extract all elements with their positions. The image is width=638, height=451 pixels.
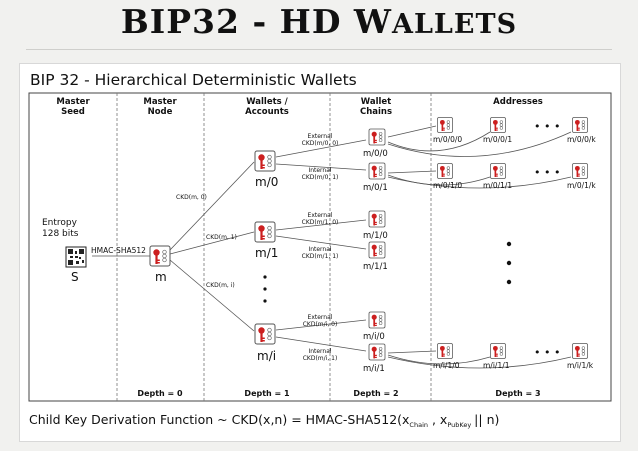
hmac-label: HMAC-SHA512	[91, 246, 146, 255]
account-key-icon	[254, 150, 276, 172]
int-label: Internal	[308, 246, 331, 253]
address-key-icon	[572, 117, 588, 133]
chain-key-icon	[368, 241, 386, 259]
col-header-line1: Master	[143, 97, 177, 107]
depth-label: Depth = 0	[137, 389, 183, 398]
ckd-formula: Child Key Derivation Function ~ CKD(x,n)…	[29, 412, 499, 429]
vertical-ellipsis	[506, 241, 512, 285]
ext-label: External	[308, 314, 333, 321]
account-label: m/0	[255, 175, 278, 189]
address-key-icon	[437, 343, 453, 359]
chain-label: m/0/1	[363, 183, 388, 193]
chain-derivation-labels: External CKD(m/0, 0) Internal CKD(m/0, 1…	[302, 133, 339, 362]
connection-lines	[92, 125, 572, 369]
slide-title: BIP32 - HD WALLETS	[0, 2, 638, 41]
address-label: m/i/1/1	[483, 361, 510, 370]
col-header-line2: Node	[148, 107, 173, 117]
entropy-label-line1: Entropy	[42, 218, 78, 228]
address-key-icon	[437, 117, 453, 133]
vertical-ellipsis	[263, 275, 267, 303]
chain-label: m/i/0	[363, 332, 385, 342]
account-key-icon	[254, 323, 276, 345]
seed-qr-icon	[65, 246, 87, 268]
col-header-line1: Master	[56, 97, 90, 107]
address-label: m/0/1/k	[567, 181, 596, 190]
title-smallcaps: ALLETS	[392, 9, 518, 40]
seed-label: S	[71, 270, 79, 284]
ckd-label: CKD(m, 1)	[206, 234, 237, 241]
horizontal-ellipsis: • • •	[534, 346, 560, 359]
chain-key-icon	[368, 210, 386, 228]
address-key-icon	[490, 163, 506, 179]
addresses: m/0/0/0 m/0/0/1 • • • m/0/0/k m/0/1/0 m/…	[433, 117, 596, 370]
address-label: m/0/0/1	[483, 135, 512, 144]
chain-label: m/1/0	[363, 231, 388, 241]
address-label: m/0/1/1	[483, 181, 512, 190]
horizontal-ellipsis: • • •	[534, 166, 560, 179]
col-header-line2: Accounts	[245, 107, 289, 117]
title-divider	[26, 49, 612, 50]
chain-label: m/i/1	[363, 364, 385, 374]
ext-formula: CKD(m/i, 0)	[303, 321, 338, 328]
title-main: BIP32 - HD W	[120, 2, 392, 41]
entropy-label-line2: 128 bits	[42, 229, 79, 239]
address-label: m/0/0/k	[567, 135, 596, 144]
col-header-line1: Addresses	[493, 97, 543, 107]
master-key-icon	[149, 245, 171, 267]
int-formula: CKD(m/0, 1)	[302, 174, 339, 181]
address-key-icon	[572, 163, 588, 179]
column-dividers	[116, 93, 432, 401]
depth-label: Depth = 3	[495, 389, 540, 398]
chain-key-icon	[368, 343, 386, 361]
address-key-icon	[572, 343, 588, 359]
depth-label: Depth = 2	[353, 389, 398, 398]
wallet-chains: m/0/0 m/0/1 m/1/0 m/1/1 m/i/0 m/i/1	[363, 128, 388, 374]
horizontal-ellipsis: • • •	[534, 120, 560, 133]
chain-label: m/0/0	[363, 149, 388, 159]
columns-frame	[28, 92, 612, 402]
address-label: m/i/1/k	[567, 361, 594, 370]
address-label: m/0/1/0	[433, 181, 462, 190]
depth-label: Depth = 1	[244, 389, 290, 398]
address-label: m/0/0/0	[433, 135, 462, 144]
diagram-heading: BIP 32 - Hierarchical Deterministic Wall…	[30, 71, 357, 89]
chain-key-icon	[368, 311, 386, 329]
account-label: m/i	[257, 349, 276, 363]
ckd-label: CKD(m, 0)	[176, 194, 207, 201]
diagram-panel: BIP 32 - Hierarchical Deterministic Wall…	[19, 63, 621, 442]
col-header-line1: Wallet	[361, 97, 391, 107]
ext-formula: CKD(m/1, 0)	[302, 219, 339, 226]
master-node-label: m	[155, 270, 167, 284]
column-headers: Master Seed Master Node Wallets / Accoun…	[56, 97, 542, 117]
address-key-icon	[490, 343, 506, 359]
ckd-label: CKD(m, i)	[206, 282, 235, 289]
chain-key-icon	[368, 162, 386, 180]
account-label: m/1	[255, 246, 278, 260]
int-formula: CKD(m/1, 1)	[302, 253, 339, 260]
hd-wallet-diagram: BIP 32 - Hierarchical Deterministic Wall…	[28, 71, 612, 429]
ext-label: External	[308, 212, 333, 219]
address-key-icon	[437, 163, 453, 179]
col-header-line2: Chains	[360, 107, 392, 117]
depth-labels: Depth = 0 Depth = 1 Depth = 2 Depth = 3	[137, 389, 540, 398]
ext-formula: CKD(m/0, 0)	[302, 140, 339, 147]
chain-label: m/1/1	[363, 262, 388, 272]
col-header-line1: Wallets /	[246, 97, 288, 107]
int-label: Internal	[308, 167, 331, 174]
account-key-icon	[254, 221, 276, 243]
address-key-icon	[490, 117, 506, 133]
int-formula: CKD(m/i, 1)	[303, 355, 338, 362]
int-label: Internal	[308, 348, 331, 355]
address-label: m/i/1/0	[433, 361, 460, 370]
col-header-line2: Seed	[61, 107, 85, 117]
chain-key-icon	[368, 128, 386, 146]
ext-label: External	[308, 133, 333, 140]
